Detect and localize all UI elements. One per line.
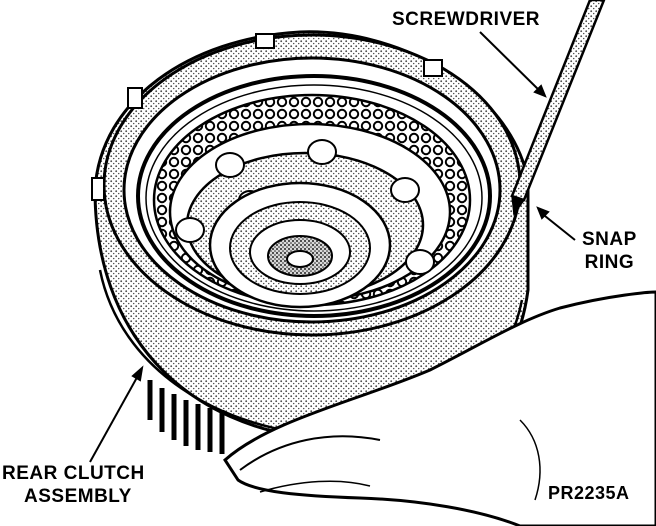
leader-lines — [89, 31, 576, 463]
rear-clutch-label-line1: REAR CLUTCH — [2, 463, 145, 484]
snap-ring-label-line2: RING — [584, 252, 635, 273]
hand — [223, 290, 656, 526]
snap-ring-label: SNAP RING — [582, 228, 637, 274]
figure-id-text: PR2235A — [548, 483, 630, 503]
screwdriver-label-text: SCREWDRIVER — [392, 9, 541, 30]
screwdriver-label: SCREWDRIVER — [392, 8, 540, 31]
snap-ring-label-line1: SNAP — [582, 229, 637, 250]
figure-id-label: PR2235A — [548, 482, 630, 505]
input-shaft-splines — [147, 380, 225, 454]
rear-clutch-label-line2: ASSEMBLY — [24, 486, 132, 507]
snap-ring — [136, 74, 492, 318]
rear-clutch-assembly-label: REAR CLUTCH ASSEMBLY — [2, 462, 145, 508]
screwdriver — [510, 0, 606, 217]
clutch-hub — [175, 139, 435, 309]
